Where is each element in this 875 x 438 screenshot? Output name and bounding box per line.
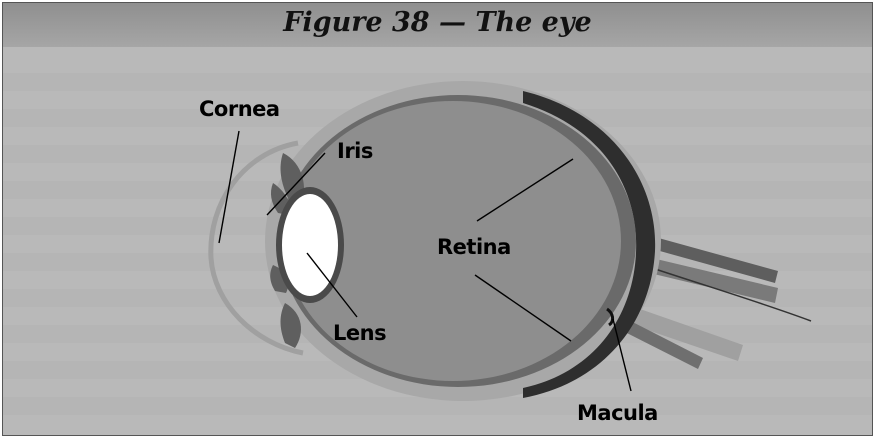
eye-diagram bbox=[3, 3, 872, 435]
label-retina: Retina bbox=[437, 235, 511, 259]
label-macula: Macula bbox=[577, 401, 658, 425]
label-lens: Lens bbox=[333, 321, 386, 345]
label-iris: Iris bbox=[337, 139, 373, 163]
lens-shape bbox=[282, 194, 338, 296]
label-cornea: Cornea bbox=[199, 97, 280, 121]
